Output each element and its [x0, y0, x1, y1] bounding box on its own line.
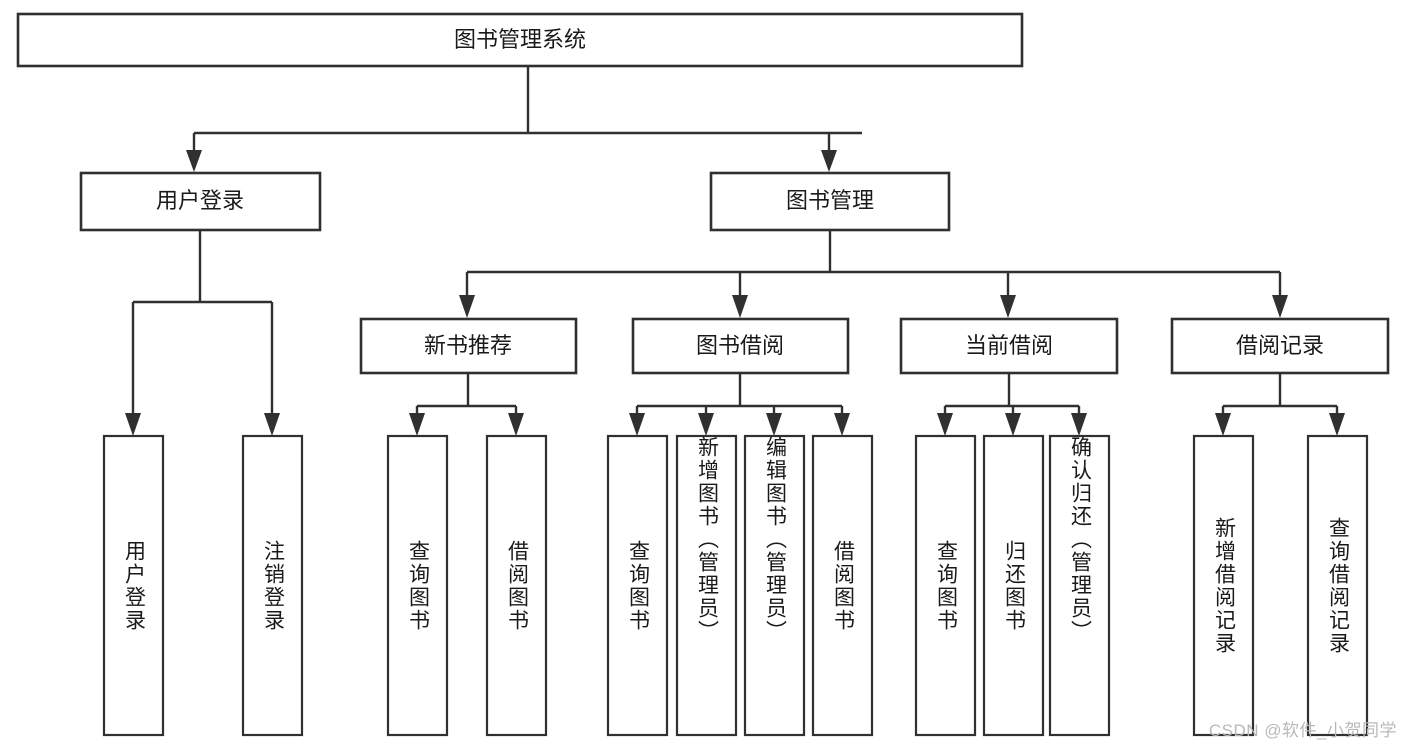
arrow-head-icon: [937, 413, 953, 436]
arrow-head-icon: [1272, 295, 1288, 318]
connector-user-login-to-leaves: [125, 230, 280, 436]
arrow-head-icon: [1000, 295, 1016, 318]
new-book-recommend-box[interactable]: [359, 317, 578, 375]
leaf-box-query-book-3[interactable]: [914, 434, 977, 737]
arrow-head-icon: [629, 413, 645, 436]
connector-root-to-level2: [186, 66, 862, 172]
user-login-label: 用户登录: [156, 188, 244, 213]
leaf-box-query-record[interactable]: [1306, 434, 1369, 737]
node-current-borrow[interactable]: 当前借阅: [899, 317, 1119, 375]
arrow-head-icon: [459, 295, 475, 318]
connector-current-borrow-to-leaves: [937, 373, 1087, 436]
node-root[interactable]: 图书管理系统: [16, 12, 1024, 68]
node-book-management[interactable]: 图书管理: [709, 171, 951, 232]
current-borrow-box[interactable]: [899, 317, 1119, 375]
leaf-box-query-book-2[interactable]: [606, 434, 669, 737]
leaf-box-add-record[interactable]: [1192, 434, 1255, 737]
arrow-head-icon: [125, 413, 141, 436]
node-book-borrow[interactable]: 图书借阅: [631, 317, 850, 375]
arrow-head-icon: [732, 295, 748, 318]
arrow-head-icon: [1005, 413, 1021, 436]
node-borrow-record[interactable]: 借阅记录: [1170, 317, 1390, 375]
arrow-head-icon: [186, 150, 202, 172]
new-book-recommend-label: 新书推荐: [424, 333, 512, 358]
leaf-box-confirm-return[interactable]: [1048, 434, 1111, 737]
root-box[interactable]: [16, 12, 1024, 68]
arrow-head-icon: [508, 413, 524, 436]
connector-book-management-to-level3: [459, 230, 1288, 318]
arrow-head-icon: [821, 150, 837, 172]
arrow-head-icon: [264, 413, 280, 436]
book-borrow-label: 图书借阅: [696, 333, 784, 358]
current-borrow-label: 当前借阅: [965, 333, 1053, 358]
node-new-book-recommend[interactable]: 新书推荐: [359, 317, 578, 375]
arrow-head-icon: [1215, 413, 1231, 436]
leaf-box-edit-book[interactable]: [743, 434, 806, 737]
root-label: 图书管理系统: [454, 27, 586, 52]
leaf-box-add-book[interactable]: [675, 434, 738, 737]
connector-new-book-recommend-to-leaves: [409, 373, 524, 436]
connector-borrow-record-to-leaves: [1215, 373, 1345, 436]
borrow-record-label: 借阅记录: [1236, 333, 1324, 358]
connector-book-borrow-to-leaves: [629, 373, 850, 436]
arrow-head-icon: [1071, 413, 1087, 436]
leaf-box-borrow-book-2[interactable]: [811, 434, 874, 737]
node-user-login[interactable]: 用户登录: [79, 171, 322, 232]
arrow-head-icon: [698, 413, 714, 436]
user-login-box[interactable]: [79, 171, 322, 232]
leaf-box-logout-login[interactable]: [241, 434, 304, 737]
arrow-head-icon: [766, 413, 782, 436]
arrow-head-icon: [1329, 413, 1345, 436]
leaf-box-return-book[interactable]: [982, 434, 1045, 737]
leaf-box-user-login[interactable]: [102, 434, 165, 737]
book-management-label: 图书管理: [786, 188, 874, 213]
csdn-watermark: CSDN @软件_小贺同学: [1208, 721, 1397, 740]
arrow-head-icon: [409, 413, 425, 436]
leaf-box-borrow-book-1[interactable]: [485, 434, 548, 737]
leaf-box-query-book-1[interactable]: [386, 434, 449, 737]
arrow-head-icon: [834, 413, 850, 436]
